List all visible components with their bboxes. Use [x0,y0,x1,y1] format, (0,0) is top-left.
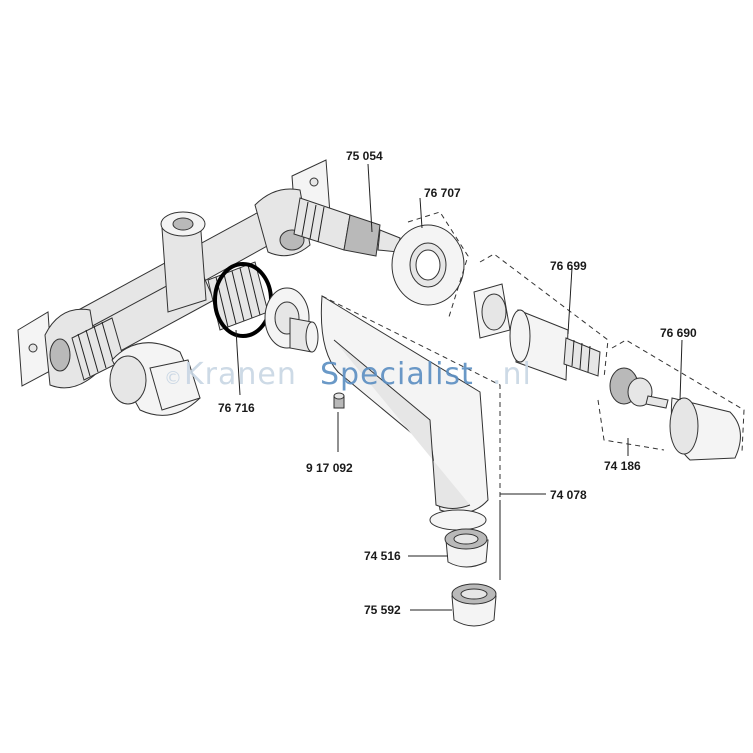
cartridge-upper-part [293,197,401,257]
watermark-text-c: .nl [492,357,532,392]
label-76716: 76 716 [218,401,255,415]
watermark-copyright: © [164,368,183,389]
label-74078: 74 078 [550,488,587,502]
leader-76716 [235,329,241,396]
handle-part [609,367,741,461]
label-75054: 75 054 [346,149,383,163]
spout-part [320,295,489,531]
label-74186: 74 186 [604,459,641,473]
label-76699: 76 699 [550,259,587,273]
extension-sleeve-part [473,283,601,381]
exploded-frame-76690 [611,339,745,453]
aerator-alt-part [451,583,497,627]
label-75592: 75 592 [364,603,401,617]
rosette-part [391,224,465,306]
exploded-frame-74186 [597,399,665,451]
label-74516: 74 516 [364,549,401,563]
grub-screw-part [333,392,345,409]
exploded-frame-76707 [407,211,469,321]
exploded-frame-spout [321,295,501,500]
o-ring-adapter-part [213,262,319,353]
label-76707: 76 707 [424,186,461,200]
aerator-part [444,528,489,568]
watermark-text-a: Kranen [184,357,297,392]
valve-body-assembly [17,159,331,416]
watermark-text-b: Specialist [320,357,474,392]
leader-76690 [679,339,683,401]
leader-76699 [567,267,573,335]
leader-75054 [367,163,373,233]
label-76690: 76 690 [660,326,697,340]
label-917092: 9 17 092 [306,461,353,475]
watermark: © Kranen Specialist .nl [164,357,532,392]
leader-76707 [419,197,423,229]
